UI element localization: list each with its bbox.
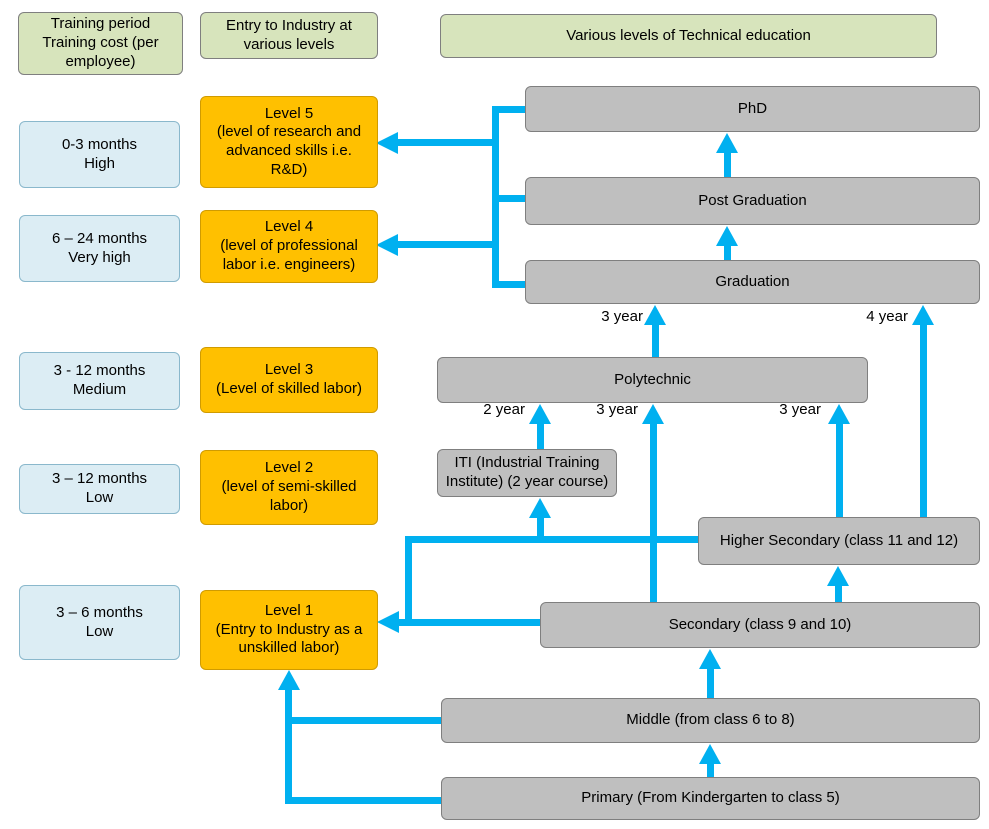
level4-title: Level 4 <box>264 218 314 236</box>
post-graduation-box: Post Graduation <box>525 177 980 225</box>
polytechnic-box: Polytechnic <box>437 357 868 403</box>
training-period: 6 – 24 months <box>51 229 148 247</box>
level2-box: Level 2 (level of semi-skilled labor) <box>200 450 378 525</box>
primary-box: Primary (From Kindergarten to class 5) <box>441 777 980 820</box>
phd-label: PhD <box>737 99 768 117</box>
training-box-level5: 0-3 months High <box>19 121 180 188</box>
level1-desc: (Entry to Industry as a unskilled labor) <box>215 620 363 657</box>
connector-feed-to-level1-vertical <box>285 688 292 804</box>
secondary-label: Secondary (class 9 and 10) <box>668 615 852 633</box>
level2-title: Level 2 <box>264 459 314 477</box>
connector-highersec-to-polytechnic <box>836 422 843 517</box>
iti-box: ITI (Industrial Training Institute) (2 y… <box>437 449 617 497</box>
training-period: 3 – 6 months <box>56 603 143 621</box>
graduation-label: Graduation <box>715 272 790 290</box>
duration-secondary-to-polytechnic: 3 year <box>596 401 638 418</box>
header-entry-label: Entry to Industry at various levels <box>226 16 352 53</box>
training-cost: Medium <box>72 381 127 398</box>
arrowhead-highersec-to-graduation-icon <box>912 305 934 325</box>
duration-polytechnic-to-graduation: 3 year <box>601 308 643 325</box>
primary-label: Primary (From Kindergarten to class 5) <box>581 789 840 807</box>
training-box-level2: 3 – 12 months Low <box>19 464 180 514</box>
level5-title: Level 5 <box>264 104 314 122</box>
training-cost: Very high <box>68 248 131 266</box>
secondary-box: Secondary (class 9 and 10) <box>540 602 980 648</box>
level4-desc: (level of professional labor i.e. engine… <box>220 237 358 273</box>
level1-title: Level 1 <box>264 601 314 619</box>
duration-iti-to-polytechnic: 2 year <box>483 401 525 418</box>
arrowhead-iti-to-polytechnic-icon <box>529 404 551 424</box>
arrowhead-to-level5-icon <box>376 132 398 154</box>
level3-box: Level 3 (Level of skilled labor) <box>200 347 378 413</box>
connector-stub-graduation <box>492 281 526 288</box>
level5-box: Level 5 (level of research and advanced … <box>200 96 378 188</box>
duration-highersec-to-graduation: 4 year <box>866 308 908 325</box>
training-period: 3 – 12 months <box>51 470 148 488</box>
connector-polytechnic-to-graduation <box>652 323 659 357</box>
arrowhead-primary-to-middle-icon <box>699 744 721 764</box>
connector-to-level4 <box>397 241 496 248</box>
training-box-level3: 3 - 12 months Medium <box>19 352 180 410</box>
level3-desc: (Level of skilled labor) <box>216 380 362 397</box>
arrowhead-secondary-to-highersec-icon <box>827 566 849 586</box>
arrowhead-branch-to-iti-icon <box>529 498 551 518</box>
middle-label: Middle (from class 6 to 8) <box>626 711 795 729</box>
header-entry-industry: Entry to Industry at various levels <box>200 12 378 59</box>
training-cost: Low <box>85 489 114 506</box>
duration-highersec-to-polytechnic: 3 year <box>779 401 821 418</box>
level1-box: Level 1 (Entry to Industry as a unskille… <box>200 590 378 670</box>
iti-label: ITI (Industrial Training Institute) (2 y… <box>445 454 609 490</box>
connector-secondary-to-level1 <box>398 619 540 626</box>
connector-highersec-to-level1-horizontal <box>405 536 698 543</box>
header-education-label: Various levels of Technical education <box>566 26 811 44</box>
header-training-cost: Training period Training cost (per emplo… <box>18 12 183 75</box>
header-technical-education: Various levels of Technical education <box>440 14 937 58</box>
level2-desc: (level of semi-skilled labor) <box>221 478 357 514</box>
arrowhead-to-level4-icon <box>376 234 398 256</box>
training-box-level1: 3 – 6 months Low <box>19 585 180 660</box>
connector-branch-to-iti <box>537 516 544 540</box>
connector-postgrad-to-phd <box>724 151 731 177</box>
connector-middle-to-secondary <box>707 667 714 698</box>
arrowhead-secondary-to-polytechnic-icon <box>642 404 664 424</box>
connector-stub-post-graduation <box>492 195 526 202</box>
connector-to-level5 <box>397 139 496 146</box>
phd-box: PhD <box>525 86 980 132</box>
graduation-box: Graduation <box>525 260 980 304</box>
training-period: 3 - 12 months <box>53 362 146 380</box>
connector-secondary-to-polytechnic <box>650 422 657 602</box>
arrowhead-highersec-to-polytechnic-icon <box>828 404 850 424</box>
connector-highersec-to-graduation <box>920 323 927 517</box>
middle-box: Middle (from class 6 to 8) <box>441 698 980 743</box>
level5-desc: (level of research and advanced skills i… <box>216 123 362 178</box>
header-training-line1: Training period <box>50 15 151 33</box>
polytechnic-label: Polytechnic <box>614 370 691 388</box>
level4-box: Level 4 (level of professional labor i.e… <box>200 210 378 283</box>
arrowhead-polytechnic-to-graduation-icon <box>644 305 666 325</box>
connector-primary-to-middle <box>707 762 714 777</box>
connector-secondary-to-highersec <box>835 584 842 602</box>
level3-title: Level 3 <box>264 361 314 379</box>
connector-iti-to-polytechnic <box>537 422 544 449</box>
training-cost: Low <box>85 622 114 640</box>
connector-highersec-to-level1-vertical <box>405 536 412 626</box>
training-cost: High <box>84 154 115 172</box>
connector-graduation-to-postgrad <box>724 244 731 260</box>
training-period: 0-3 months <box>61 135 138 153</box>
higher-secondary-box: Higher Secondary (class 11 and 12) <box>698 517 980 565</box>
arrowhead-middle-to-secondary-icon <box>699 649 721 669</box>
connector-middle-to-level1 <box>285 717 442 724</box>
arrowhead-graduation-to-postgrad-icon <box>716 226 738 246</box>
arrowhead-secondary-to-level1-icon <box>377 611 399 633</box>
header-training-line2: Training cost (per employee) <box>42 34 159 70</box>
training-box-level4: 6 – 24 months Very high <box>19 215 180 282</box>
arrowhead-postgrad-to-phd-icon <box>716 133 738 153</box>
connector-stub-phd <box>492 106 526 113</box>
higher-secondary-label: Higher Secondary (class 11 and 12) <box>719 531 959 549</box>
arrowhead-feed-to-level1-icon <box>278 670 300 690</box>
post-graduation-label: Post Graduation <box>698 191 807 209</box>
connector-primary-to-level1 <box>285 797 442 804</box>
